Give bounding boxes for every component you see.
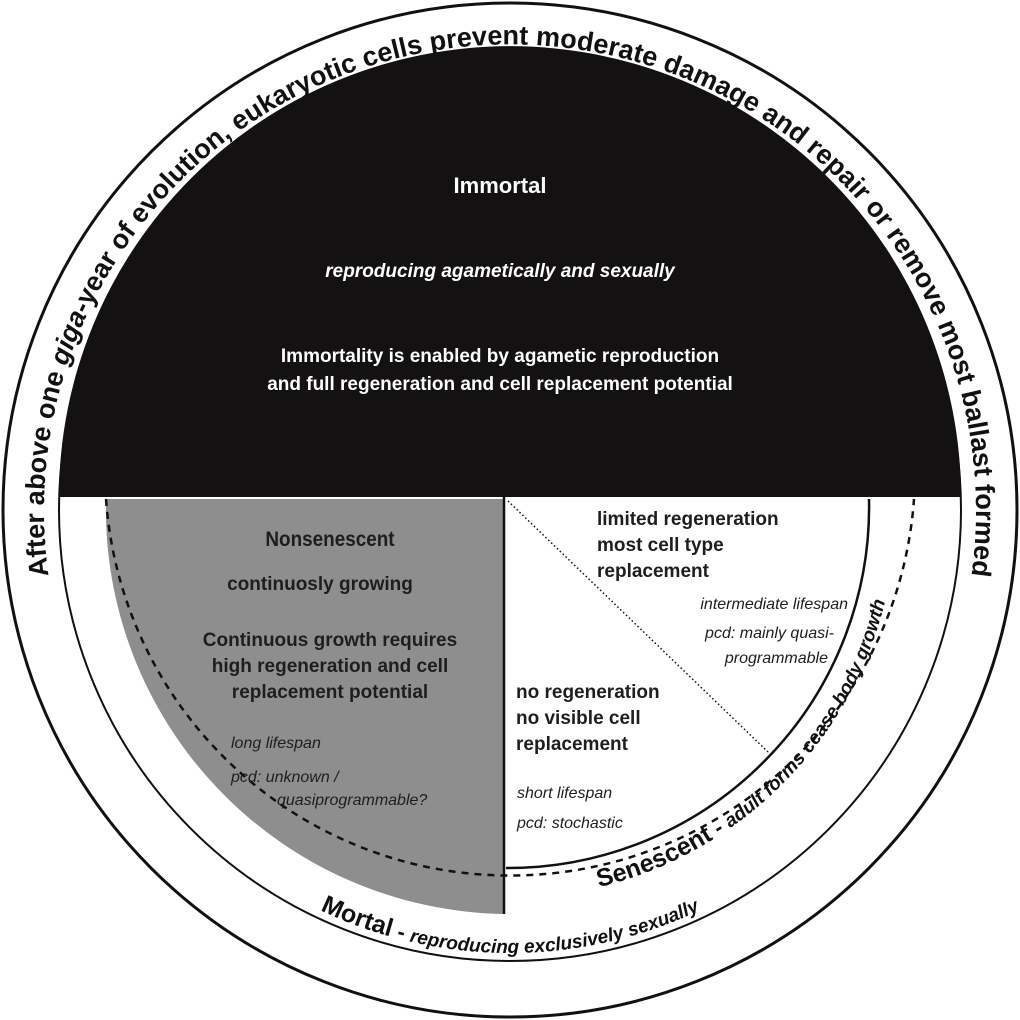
- none-line3: replacement: [516, 734, 628, 755]
- limited-pcd-line2: programmable: [724, 650, 828, 667]
- nonsenescent-pcd-line1: pcd: unknown /: [231, 769, 339, 786]
- immortal-region: [59, 46, 961, 498]
- immortal-desc-line2: and full regeneration and cell replaceme…: [267, 374, 733, 395]
- senescent-arc: [505, 498, 871, 870]
- immortal-title: Immortal: [453, 173, 547, 198]
- none-line2: no visible cell: [516, 708, 641, 729]
- limited-regeneration-text: limited regeneration most cell type repl…: [597, 507, 779, 585]
- immortal-desc-line1: Immortality is enabled by agametic repro…: [280, 346, 720, 367]
- nonsenescent-lifespan: long lifespan: [231, 735, 321, 752]
- limited-pcd-line1: pcd: mainly quasi-: [705, 625, 834, 642]
- none-lifespan: short lifespan: [517, 785, 613, 802]
- limited-line1: limited regeneration: [597, 509, 779, 530]
- nonsenescent-region: [105, 499, 505, 914]
- none-pcd: pcd: stochastic: [517, 815, 623, 832]
- immortal-subtitle: reproducing agametically and sexually: [325, 261, 675, 282]
- none-line1: no regeneration: [516, 682, 660, 703]
- nonsenescent-desc-line3: replacement potential: [231, 682, 429, 703]
- limited-line3: replacement: [597, 561, 709, 582]
- nonsenescent-title: Nonsenescent: [265, 528, 395, 551]
- limited-line2: most cell type: [597, 535, 724, 556]
- divider-dotted: [507, 500, 769, 753]
- nonsenescent-desc-line2: high regeneration and cell: [211, 656, 449, 677]
- no-regeneration-text: no regeneration no visible cell replacem…: [516, 680, 660, 758]
- limited-lifespan: intermediate lifespan: [700, 596, 848, 613]
- nonsenescent-desc: Continuous growth requires high regenera…: [160, 628, 500, 706]
- nonsenescent-pcd-line2: quasiprogrammable?: [277, 792, 428, 809]
- nonsenescent-subtitle: continuosly growing: [227, 574, 413, 595]
- nonsenescent-desc-line1: Continuous growth requires: [202, 630, 458, 651]
